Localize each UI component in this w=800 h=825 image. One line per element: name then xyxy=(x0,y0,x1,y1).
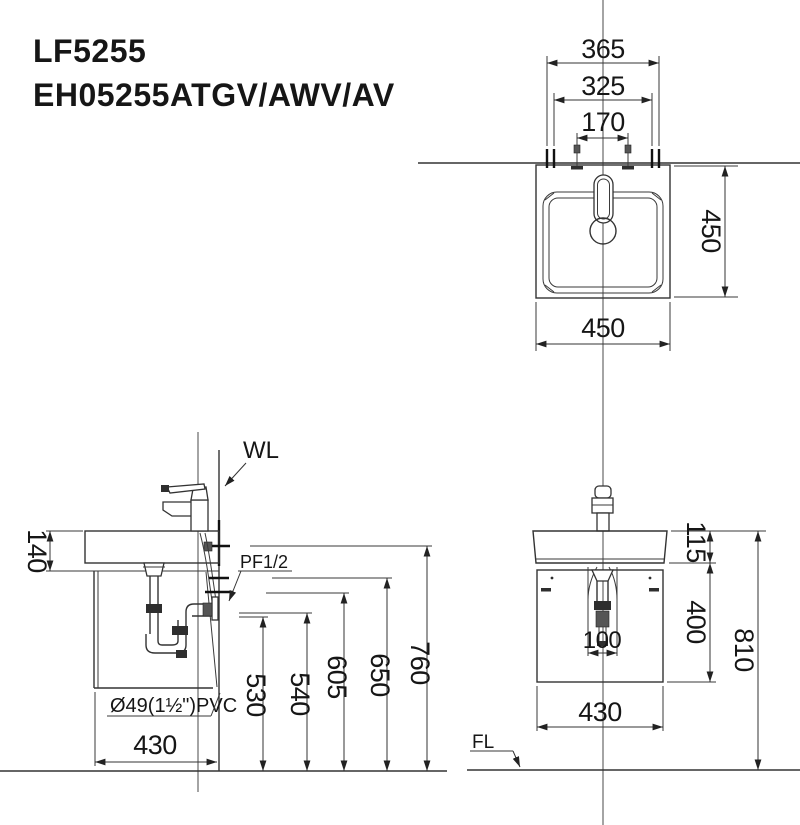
supply-hose xyxy=(199,532,217,602)
dim-450-width-label: 450 xyxy=(581,313,625,343)
wall-line-label: WL xyxy=(243,437,279,464)
supply-label: PF1/2 xyxy=(240,552,288,572)
supply-valve xyxy=(202,602,213,617)
dim-tap-spacing: 170 xyxy=(576,107,629,145)
dim-170-label: 170 xyxy=(581,107,625,137)
dim-115-label: 115 xyxy=(681,521,711,563)
basin-outline-plan xyxy=(535,164,671,299)
floor-line-callout: FL xyxy=(470,732,521,768)
rim-corner-details xyxy=(544,192,662,293)
supply-bolts-plan xyxy=(571,144,634,170)
dim-760: 760 xyxy=(250,545,435,771)
dim-trap-offset: 100 xyxy=(583,627,622,657)
dim-cabinet-height: 400 xyxy=(681,563,714,682)
faucet-plan-inner xyxy=(597,178,610,220)
floor-line-label: FL xyxy=(472,732,494,753)
supply-callout: PF1/2 xyxy=(228,552,292,602)
dim-counter-height: 140 xyxy=(22,529,90,573)
dim-side-depth: 430 xyxy=(94,692,217,766)
faucet-plan xyxy=(593,174,614,224)
dim-overall-height: 810 xyxy=(729,531,762,770)
dim-810-label: 810 xyxy=(729,628,759,672)
cabinet-handles xyxy=(541,576,659,592)
model-code: LF5255 xyxy=(33,33,146,69)
dim-430-side-label: 430 xyxy=(133,730,177,760)
cabinet-side xyxy=(90,570,219,689)
dim-overall-width: 365 xyxy=(546,34,660,146)
dim-325-label: 325 xyxy=(581,71,625,101)
dim-depth: 450 xyxy=(674,165,738,298)
title-block: LF5255 EH05255ATGV/AWV/AV xyxy=(33,33,395,113)
side-view: WL PF1 xyxy=(0,432,447,792)
dim-100-label: 100 xyxy=(583,627,622,654)
wall-fixing-ticks xyxy=(205,576,233,594)
wall-line-callout: WL xyxy=(224,437,279,487)
dim-650: 650 xyxy=(272,577,395,771)
dim-605-label: 605 xyxy=(322,655,352,699)
dim-mid-width: 325 xyxy=(553,71,653,146)
faucet-side xyxy=(161,483,209,532)
dim-400-label: 400 xyxy=(681,600,711,644)
variant-codes: EH05255ATGV/AWV/AV xyxy=(33,77,395,113)
drain-pipe-callout: Ø49(1½")PVC xyxy=(107,692,237,717)
dim-365-label: 365 xyxy=(581,34,625,64)
counter-side xyxy=(84,530,220,564)
dim-540: 540 xyxy=(239,612,315,771)
dim-760-label: 760 xyxy=(405,641,435,685)
dim-450-depth-label: 450 xyxy=(696,209,726,253)
wall-anchor-ticks xyxy=(545,149,661,168)
front-view: 100 430 115 400 810 FL xyxy=(467,485,800,771)
p-trap xyxy=(143,562,219,658)
dim-430-front-label: 430 xyxy=(578,697,622,727)
drain-hole-plan xyxy=(589,217,617,245)
dim-605: 605 xyxy=(266,592,352,771)
dim-650-label: 650 xyxy=(365,653,395,697)
dim-basin-width: 450 xyxy=(535,302,671,351)
dim-apron-height: 115 xyxy=(681,521,714,563)
wall-flange xyxy=(211,596,219,621)
top-view: 365 325 170 450 450 xyxy=(418,34,800,351)
plumbing-front xyxy=(587,566,618,656)
drain-pipe-label: Ø49(1½")PVC xyxy=(110,695,237,717)
dim-530: 530 xyxy=(239,616,271,771)
dim-540-label: 540 xyxy=(285,672,315,716)
dim-front-width: 430 xyxy=(536,686,664,731)
dim-530-label: 530 xyxy=(241,673,271,717)
dim-140-label: 140 xyxy=(22,529,52,573)
basin-front xyxy=(532,530,668,564)
faucet-front xyxy=(591,485,614,532)
